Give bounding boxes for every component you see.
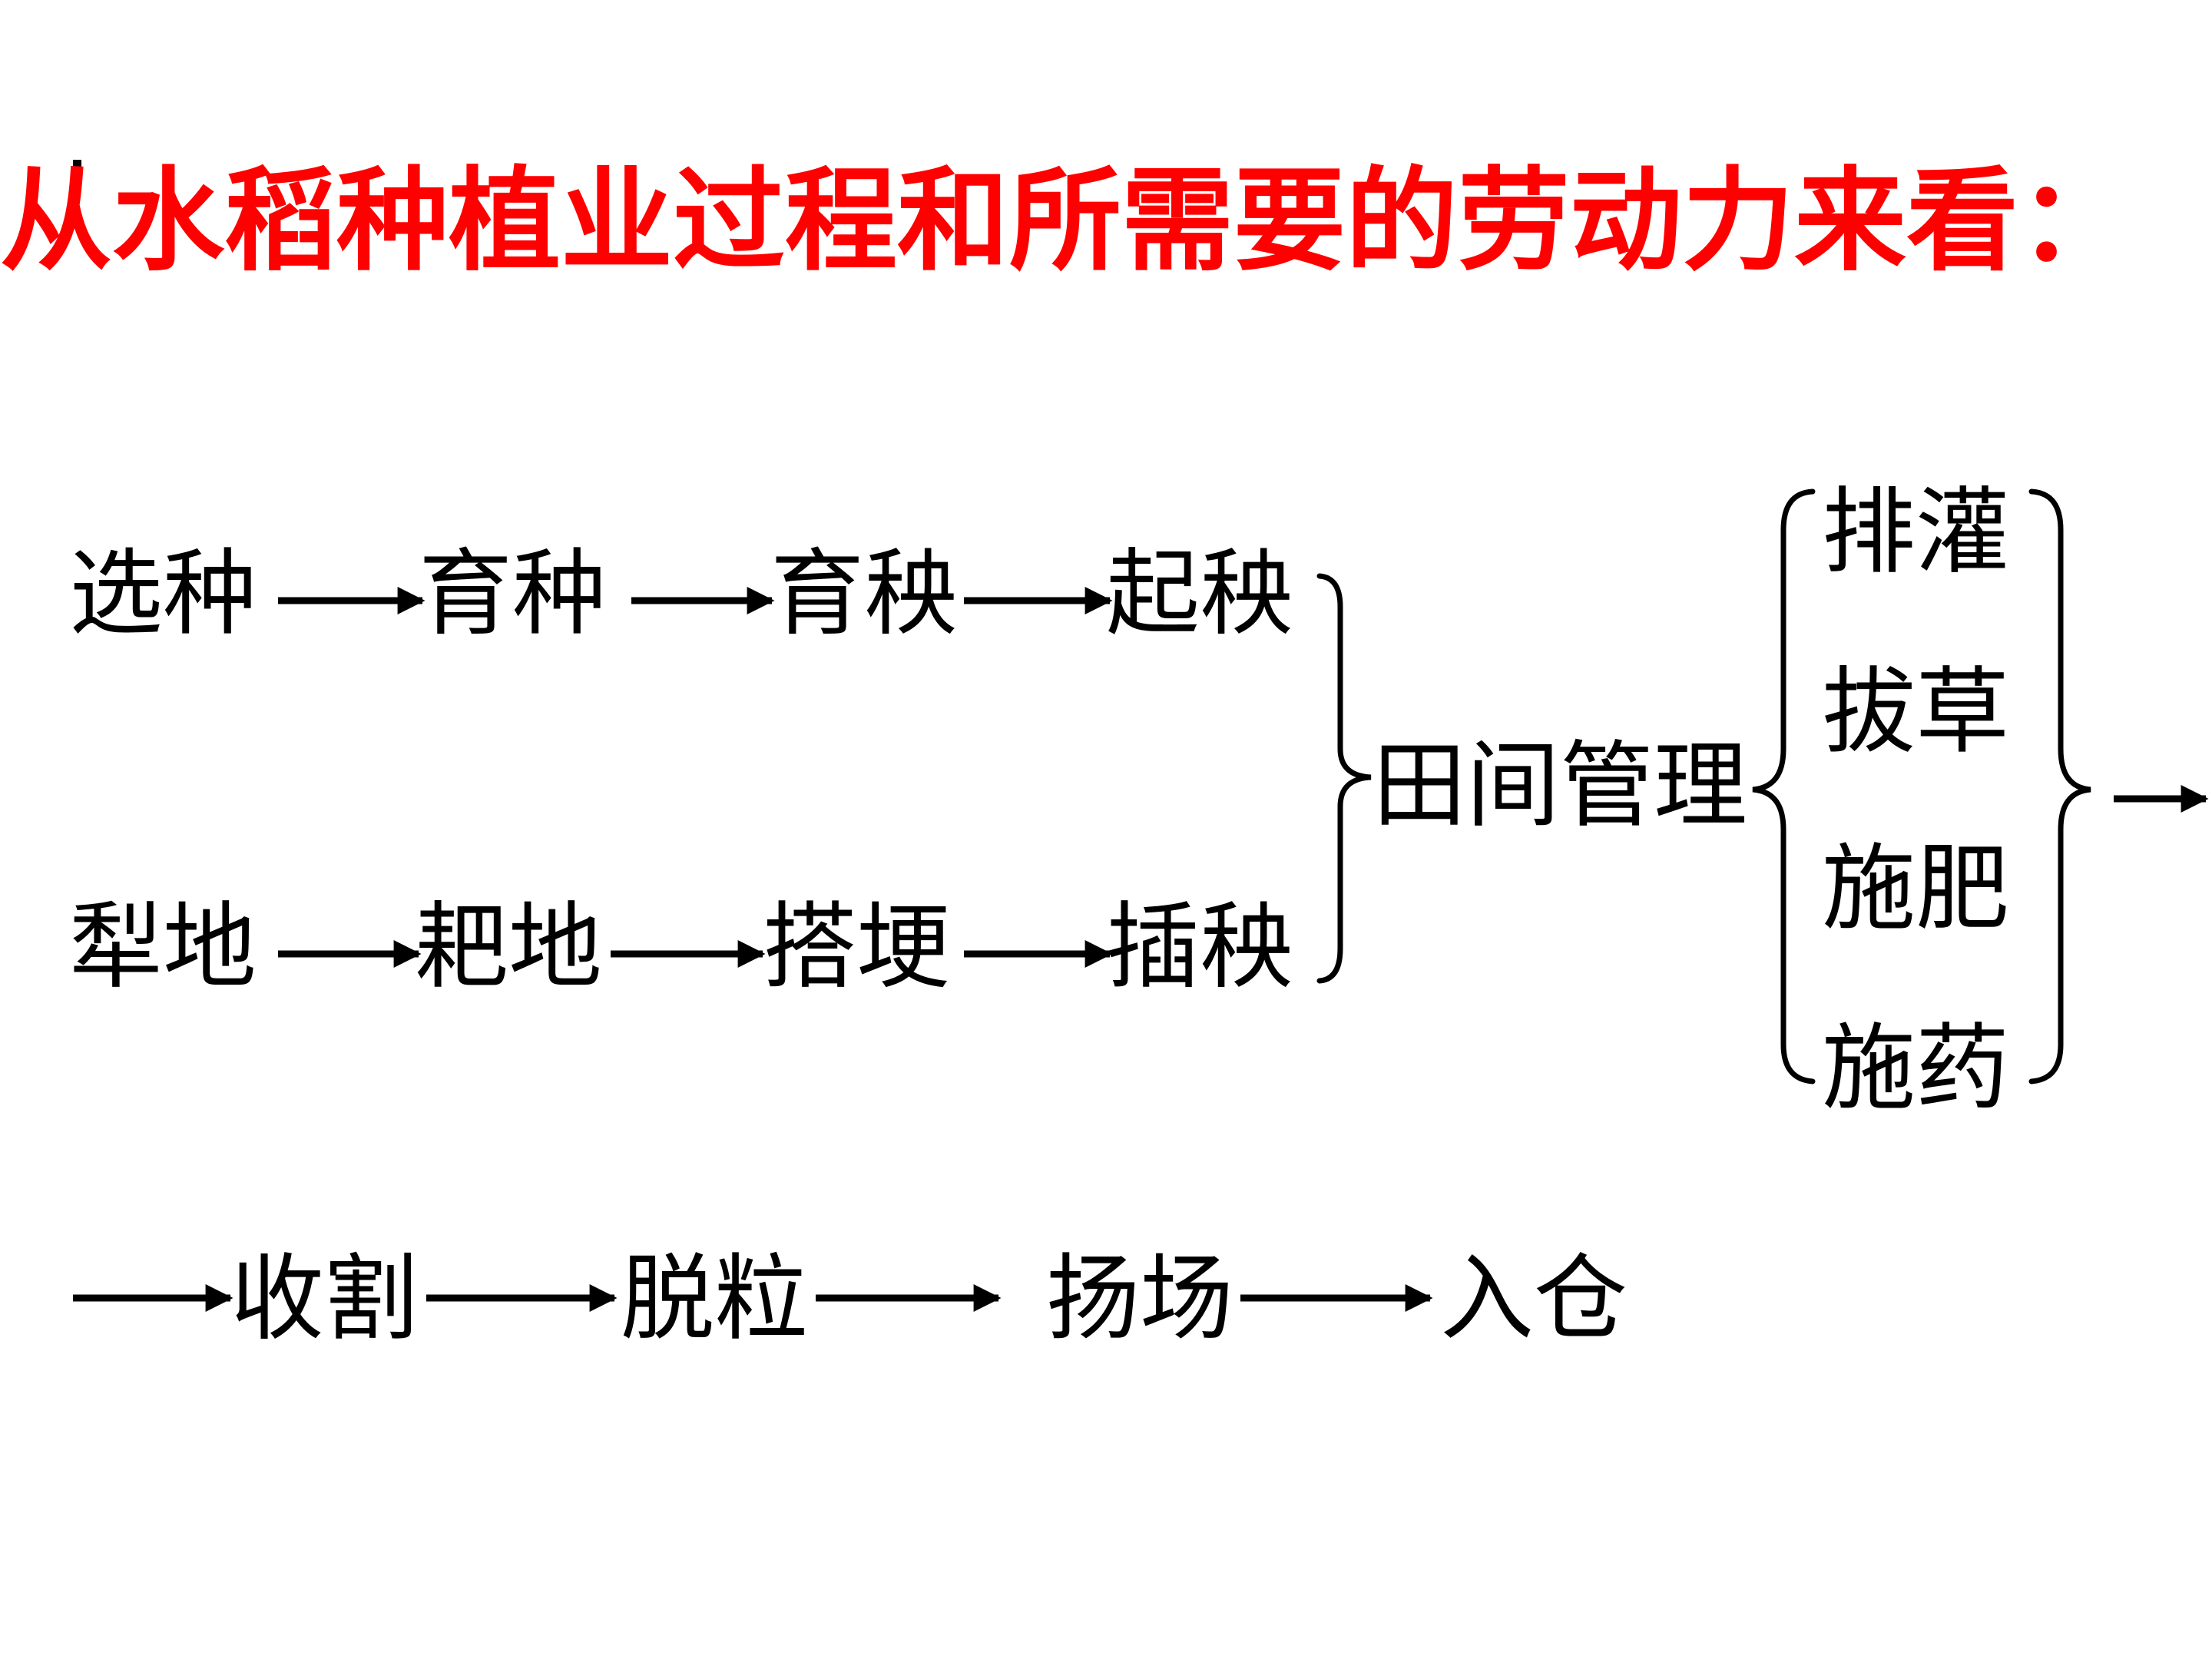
brace-merge xyxy=(1316,573,1372,984)
step-harrow: 耙地 xyxy=(415,892,602,1002)
task-weeding: 拔草 xyxy=(1822,657,2009,767)
field-management: 田间管理 xyxy=(1373,731,1747,840)
task-irrigation: 排灌 xyxy=(1822,478,2009,587)
step-threshing: 脱粒 xyxy=(621,1244,808,1353)
step-storage: 入仓 xyxy=(1440,1244,1628,1353)
step-harvest: 收割 xyxy=(230,1244,418,1353)
step-winnowing: 扬场 xyxy=(1046,1244,1233,1353)
task-spraying: 施药 xyxy=(1822,1014,2009,1123)
step-transplant: 插秧 xyxy=(1106,892,1293,1002)
task-fertilizing: 施肥 xyxy=(1822,834,2009,943)
step-pull-seedling: 起秧 xyxy=(1106,539,1293,648)
step-plow: 犁地 xyxy=(69,892,257,1002)
brace-tasks-left xyxy=(1752,488,1816,1084)
step-raise-seedling: 育秧 xyxy=(770,539,958,648)
bullet-dot xyxy=(73,160,81,168)
step-build-ridge: 搭埂 xyxy=(763,892,950,1002)
brace-tasks-right xyxy=(2028,488,2091,1084)
step-select-seed: 选种 xyxy=(69,539,257,648)
page-title: 从水稻种植业过程和所需要的劳动力来看： xyxy=(0,156,2131,286)
step-breed-seed: 育种 xyxy=(419,539,606,648)
